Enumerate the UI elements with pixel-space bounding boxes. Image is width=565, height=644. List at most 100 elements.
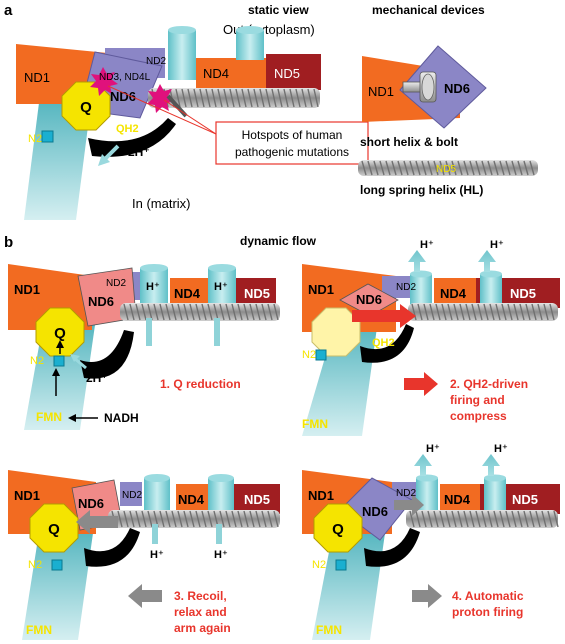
spring-coil [501,303,507,321]
spring-coil [175,88,181,108]
proton-label: 2H⁺ [128,145,150,159]
lateral-arm [88,118,176,157]
spring-coil [505,160,511,176]
proton-label: H⁺ [146,281,160,293]
spring-coil [411,303,417,321]
spring-coil [225,303,231,321]
fmn-label: FMN [36,410,62,424]
spring-coil [135,303,141,321]
spring-coil [535,510,541,528]
panel-b: b dynamic flow [4,234,317,251]
spring-coil [261,510,267,528]
panel-b2: N2 QH2 ND1 ND2 ND6 ND4 ND5 H⁺ H⁺ FMN 2. … [302,239,560,436]
spring-coil [267,510,273,528]
proton-pump-arrow [414,454,432,476]
n2-cube [51,559,63,571]
spring-coil [511,510,517,528]
proton-channel [146,318,152,346]
spring-coil [439,510,445,528]
helix-cylinder-top [236,26,264,34]
spring-coil [421,160,427,176]
spring-coil [523,510,529,528]
heading-dynamic-flow: dynamic flow [240,234,317,248]
helix-cylinder-top [480,270,502,278]
nd4-label: ND4 [440,286,467,301]
heading-static-view: static view [248,3,309,17]
nd1-label: ND1 [14,488,40,503]
spring-coil [409,510,415,528]
n2-cube [315,349,327,361]
hotspot-callout-line1: Hotspots of human [242,128,343,142]
spring-coil [249,510,255,528]
proton-uptake-label: 2H⁺ [86,371,108,385]
nd2-block [120,482,142,506]
spring-coil [301,88,307,108]
nd1-label: ND1 [308,488,334,503]
spring-coil [181,88,187,108]
helix-cylinder-top [140,264,168,272]
spring-coil [511,160,517,176]
firing-arrow [352,304,416,328]
proton-label: H⁺ [490,239,504,251]
helix-cylinder [168,30,196,80]
spring-coil [417,303,423,321]
matrix-arm [22,526,94,640]
q-site-empty [311,307,361,357]
spring-coil [529,510,535,528]
spring-coil [235,88,241,108]
spring-coil [373,160,379,176]
hotspot-pointer [163,99,217,135]
nd6-label: ND6 [78,496,104,511]
spring-coil [165,510,171,528]
spring-coil [475,160,481,176]
spring-coil [267,303,273,321]
helix-cylinder [484,478,506,516]
step-3-caption-line1: 3. Recoil, [174,589,227,603]
spring-coil [457,510,463,528]
spring-coil [505,510,511,528]
spring-coil [415,510,421,528]
q-site [313,503,363,553]
nd2-label: ND2 [122,490,142,501]
step-3-arrow [128,584,162,608]
helix-cylinder-top [410,270,432,278]
spring-coil [433,160,439,176]
spring-coil [165,303,171,321]
spring-coil [517,510,523,528]
spring-coil [457,160,463,176]
spring-coil [231,510,237,528]
spring-coil [189,510,195,528]
short-helix-caption: short helix & bolt [360,135,458,149]
long-spring-helix [408,303,558,321]
spring-coil [271,88,277,108]
nd6-label: ND6 [356,292,382,307]
nd4-label: ND4 [203,66,229,81]
proton-pump-arrow [478,250,496,272]
spring-coil [529,160,535,176]
helix-cylinder-top [484,474,506,482]
spring-coil [429,303,435,321]
proton-label: H⁺ [420,239,434,251]
fmn-label: FMN [26,623,52,637]
step-4-arrow [412,584,442,608]
qh2-label: QH2 [372,337,395,349]
device-nd6-block [399,45,487,129]
spring-coil [201,510,207,528]
spring-coil [255,303,261,321]
spring-coil [471,303,477,321]
spring-coil [547,510,553,528]
nd1-label: ND1 [24,70,50,85]
spring-coil [361,160,367,176]
spring-coil [183,510,189,528]
spring-coil [441,303,447,321]
spring-coil [507,303,513,321]
spring-coil [129,303,135,321]
heading-mechanical-devices: mechanical devices [372,3,485,17]
spring-coil [379,160,385,176]
panel-letter-b: b [4,234,13,251]
spring-coil [421,510,427,528]
spring-coil [409,160,415,176]
helix-cylinder-top [208,474,234,482]
spring-coil [277,88,283,108]
